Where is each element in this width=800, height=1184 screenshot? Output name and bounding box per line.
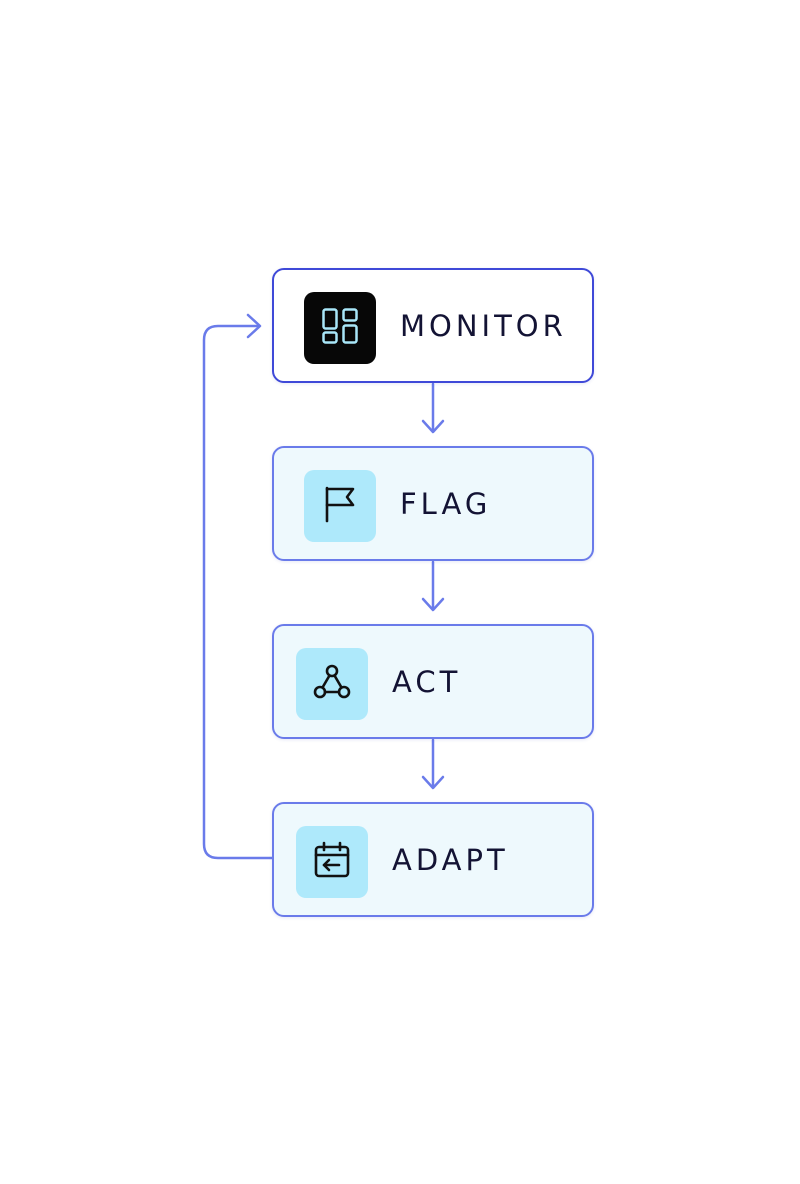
step-label-act: ACT xyxy=(392,664,462,699)
icon-tile-adapt xyxy=(296,826,368,898)
step-monitor[interactable]: MONITOR xyxy=(272,268,594,383)
dashboard-grid-icon xyxy=(320,306,360,350)
arrow-flag-to-act xyxy=(421,560,445,612)
icon-tile-act xyxy=(296,648,368,720)
icon-tile-monitor xyxy=(304,292,376,364)
step-label-adapt: ADAPT xyxy=(392,842,509,877)
arrow-act-to-adapt xyxy=(421,738,445,790)
calendar-arrow-left-icon xyxy=(312,840,352,884)
step-flag[interactable]: FLAG xyxy=(272,446,594,561)
step-adapt[interactable]: ADAPT xyxy=(272,802,594,917)
step-label-monitor: MONITOR xyxy=(400,308,567,343)
arrow-monitor-to-flag xyxy=(421,382,445,434)
icon-tile-flag xyxy=(304,470,376,542)
step-label-flag: FLAG xyxy=(400,486,492,521)
loop-back-arrow-adapt-to-monitor xyxy=(202,313,274,860)
step-act[interactable]: ACT xyxy=(272,624,594,739)
flag-icon xyxy=(320,484,360,528)
webhook-icon xyxy=(310,660,354,708)
